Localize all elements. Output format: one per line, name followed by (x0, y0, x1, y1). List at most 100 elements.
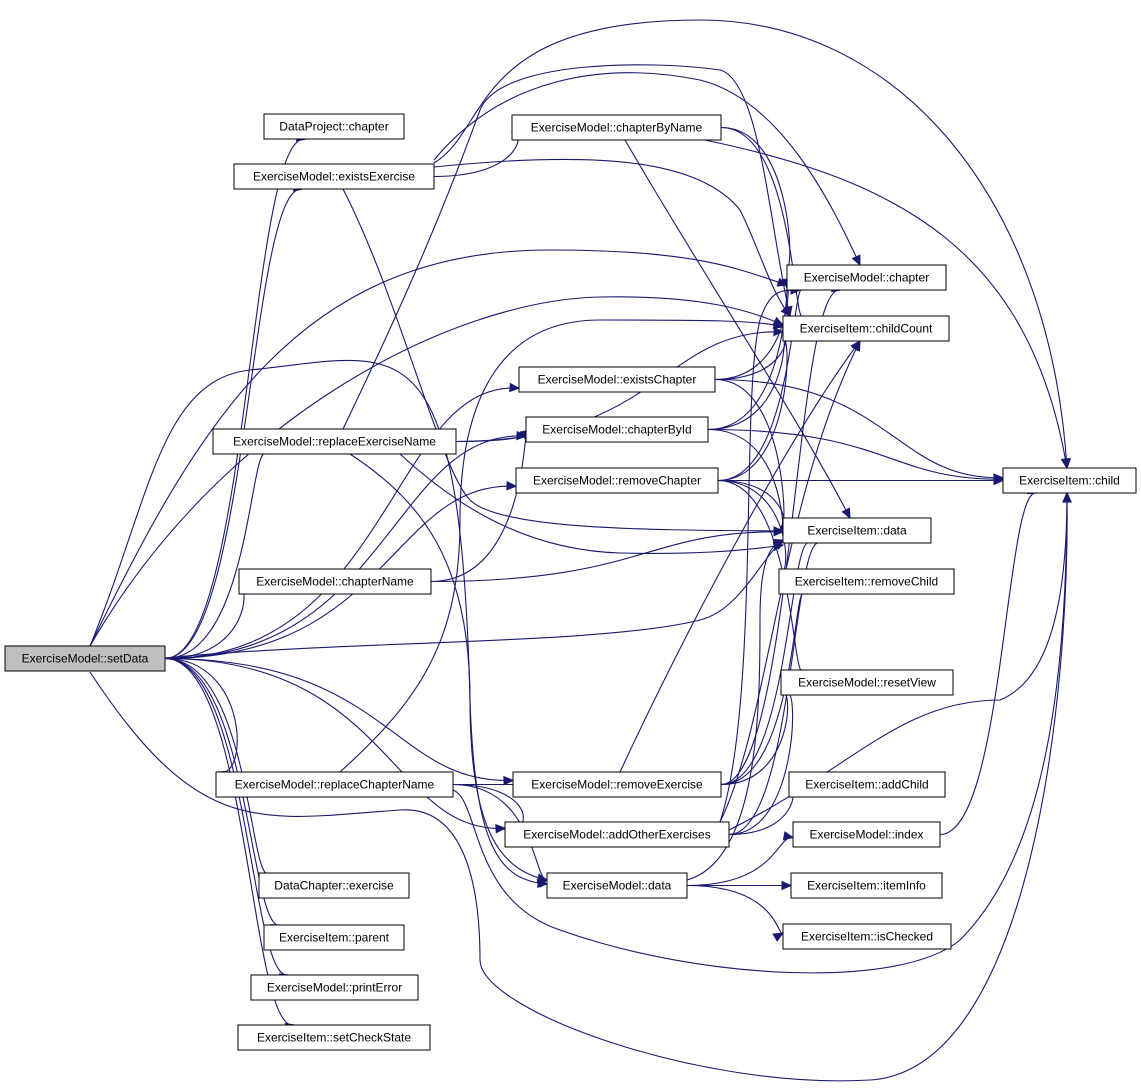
node-box (792, 821, 941, 848)
node-setCheckState[interactable]: ExerciseItem::setCheckState (237, 1024, 431, 1051)
node-label: ExerciseModel::chapter (804, 271, 929, 285)
nodes-layer: ExerciseModel::setData DataProject::chapt… (4, 113, 1137, 1051)
node-box (1002, 467, 1137, 494)
node-box (546, 872, 688, 899)
node-box (215, 771, 454, 798)
edge-existsChapter-to-eiData (714, 378, 791, 530)
edge-setData-to-removeExercise (164, 657, 515, 786)
edge-line (619, 340, 861, 773)
edge-line (89, 249, 788, 647)
edge-line (433, 158, 791, 317)
edge-chapterByName-to-eiData (624, 139, 851, 520)
node-removeChapter[interactable]: ExerciseModel::removeChapter (515, 467, 719, 494)
edge-chapterByName-to-childCount (720, 126, 804, 327)
edge-line (719, 289, 801, 823)
edge-line (164, 188, 304, 660)
node-isChecked[interactable]: ExerciseItem::isChecked (782, 923, 952, 950)
node-label: ExerciseModel::removeExercise (531, 778, 703, 792)
node-label: ExerciseModel::existsExercise (253, 170, 415, 184)
node-removeChild[interactable]: ExerciseItem::removeChild (778, 568, 955, 595)
node-replaceExerciseName[interactable]: ExerciseModel::replaceExerciseName (212, 428, 457, 455)
edge-line (89, 492, 1068, 1082)
arrow-head-icon (773, 326, 785, 337)
edge-replaceChapterName-to-childCount (339, 319, 785, 773)
node-eiParent[interactable]: ExerciseItem::parent (263, 924, 405, 951)
edge-line (939, 492, 1038, 836)
node-chapterById[interactable]: ExerciseModel::chapterById (525, 416, 709, 443)
edge-line (717, 479, 786, 528)
node-box (263, 924, 405, 951)
node-chapterByName[interactable]: ExerciseModel::chapterByName (511, 114, 722, 141)
node-label: ExerciseModel::printError (267, 981, 402, 995)
edge-line (164, 657, 238, 774)
node-addChild[interactable]: ExerciseItem::addChild (788, 771, 946, 798)
node-label: ExerciseModel::existsChapter (538, 373, 697, 387)
edge-emData-to-emIndex (686, 831, 795, 887)
node-printError[interactable]: ExerciseModel::printError (250, 974, 419, 1001)
node-itemInfo[interactable]: ExerciseItem::itemInfo (790, 872, 943, 899)
node-childCount[interactable]: ExerciseItem::childCount (782, 315, 950, 342)
edge-existsExercise-to-chapterByName (433, 124, 523, 178)
arrow-head-icon (772, 932, 785, 942)
edge-line (720, 126, 791, 267)
edge-line (720, 126, 804, 317)
node-setData[interactable]: ExerciseModel::setData (4, 645, 166, 672)
node-existsChapter[interactable]: ExerciseModel::existsChapter (518, 366, 716, 393)
edge-line (717, 479, 787, 574)
edge-removeChapter-to-eiChild (718, 475, 1005, 486)
edge-addOtherExercises-to-addChild (728, 780, 800, 836)
node-label: ExerciseModel::chapterByName (531, 121, 703, 135)
node-label: ExerciseModel::chapterById (542, 423, 691, 437)
node-box (511, 114, 722, 141)
arrow-head-icon (781, 880, 793, 891)
node-addOtherExercises[interactable]: ExerciseModel::addOtherExercises (504, 821, 730, 848)
arrow-head-icon (993, 475, 1005, 486)
edge-line (342, 64, 791, 430)
arrow-head-icon (495, 824, 507, 834)
node-eiData[interactable]: ExerciseItem::data (782, 517, 932, 544)
node-label: ExerciseItem::setCheckState (257, 1031, 411, 1045)
edge-line (728, 787, 794, 836)
arrow-head-icon (503, 775, 515, 786)
edge-line (164, 539, 784, 659)
arrow-head-icon (851, 339, 861, 352)
arrow-head-icon (772, 538, 785, 548)
node-label: ExerciseItem::removeChild (795, 575, 938, 589)
node-box (786, 264, 947, 291)
node-box (512, 771, 722, 798)
node-resetView[interactable]: ExerciseModel::resetView (780, 669, 954, 696)
edge-line (717, 339, 788, 482)
node-label: ExerciseModel::addOtherExercises (523, 828, 710, 842)
edge-line (164, 657, 296, 1026)
node-replaceChapterName[interactable]: ExerciseModel::replaceChapterName (215, 771, 454, 798)
node-removeExercise[interactable]: ExerciseModel::removeExercise (512, 771, 722, 798)
edge-addOtherExercises-to-childCount (719, 339, 861, 823)
node-dcExercise[interactable]: DataChapter::exercise (258, 872, 410, 899)
node-box (263, 113, 405, 140)
edge-line (720, 542, 811, 786)
node-label: ExerciseModel::setData (22, 652, 149, 666)
arrow-head-icon (1060, 457, 1071, 470)
edge-line (89, 359, 548, 885)
node-box (515, 467, 719, 494)
node-chapterName[interactable]: ExerciseModel::chapterName (238, 568, 432, 595)
node-label: DataProject::chapter (279, 120, 388, 134)
edge-line (624, 139, 851, 519)
edge-chapterByName-to-eiChild (699, 138, 1071, 470)
edge-setData-to-addOtherExercises (164, 657, 507, 834)
node-eiChild[interactable]: ExerciseItem::child (1002, 467, 1137, 494)
node-label: ExerciseModel::replaceChapterName (235, 778, 435, 792)
node-emIndex[interactable]: ExerciseModel::index (792, 821, 941, 848)
node-existsExercise[interactable]: ExerciseModel::existsExercise (233, 163, 435, 190)
node-box (518, 366, 716, 393)
node-label: DataChapter::exercise (274, 879, 394, 893)
edge-setData-to-eiData (164, 539, 784, 659)
node-emChapter[interactable]: ExerciseModel::chapter (786, 264, 947, 291)
node-emData[interactable]: ExerciseModel::data (546, 872, 688, 899)
edge-existsExercise-to-childCount (433, 158, 791, 317)
node-dpChapter[interactable]: DataProject::chapter (263, 113, 405, 140)
edge-chapterById-to-emChapter (707, 278, 792, 431)
edge-emData-to-isChecked (686, 884, 785, 942)
edge-line (399, 453, 784, 555)
edge-line (452, 492, 1068, 974)
